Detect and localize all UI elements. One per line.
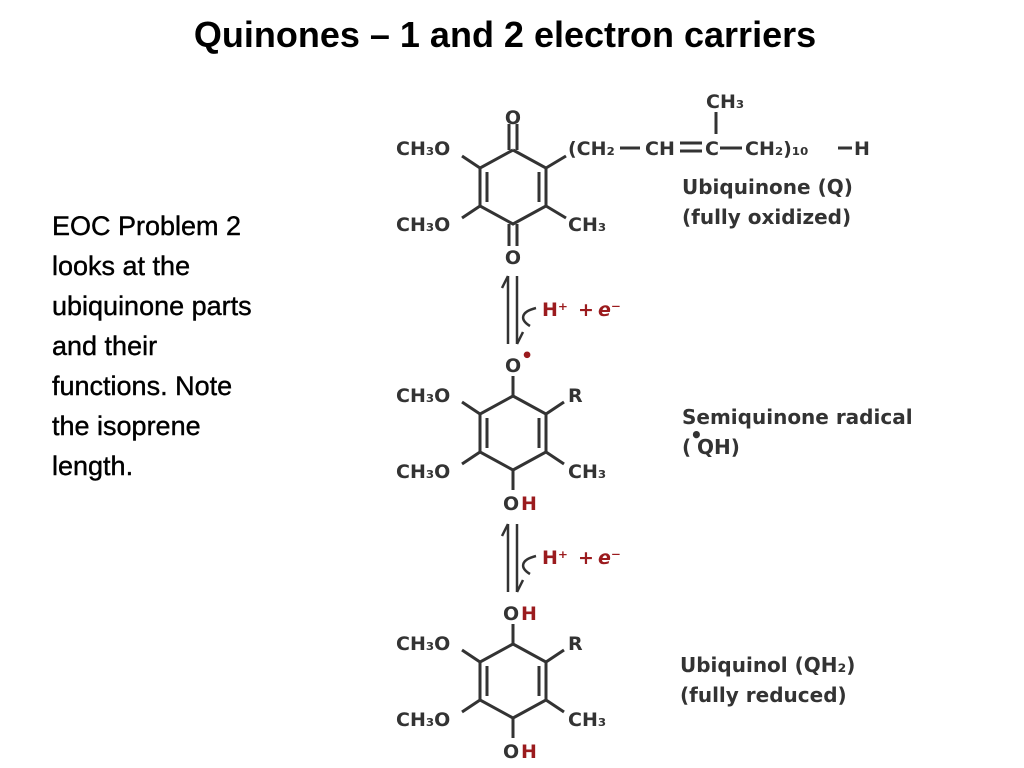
note-line: the isoprene — [52, 411, 201, 441]
ubiquinol-top-hydrogen: H — [521, 603, 537, 625]
step2-electron: e⁻ — [598, 547, 621, 569]
note-line: EOC Problem 2 — [52, 211, 242, 241]
ubiquinone-top-oxygen: O — [505, 107, 521, 129]
ubiquinol-state: (fully reduced) — [680, 683, 847, 707]
ubiquinol-top-oxygen: O — [503, 603, 519, 625]
eoc-note: EOC Problem 2 looks at the ubiquinone pa… — [52, 206, 352, 486]
semiquinone-methoxy-top: CH₃O — [396, 385, 450, 407]
semiquinone-name: Semiquinone radical — [682, 405, 913, 429]
ubiquinol-name: Ubiquinol (QH₂) — [680, 653, 855, 677]
note-line: looks at the — [52, 251, 191, 281]
ubiquinone-structure — [461, 112, 852, 246]
step1-proton: H⁺ — [542, 299, 568, 321]
ubiquinol-r-group: R — [568, 633, 583, 655]
note-line: and their — [52, 331, 158, 361]
semiquinone-formula-open: ( — [682, 435, 691, 459]
chain-part: CH — [645, 138, 675, 160]
note-line: ubiquinone parts — [52, 291, 252, 321]
chain-part: (CH₂ — [568, 138, 615, 160]
semiquinone-bottom-oxygen: O — [503, 493, 519, 515]
chain-end: H — [854, 138, 870, 160]
semiquinone-top-oxygen: O — [505, 355, 521, 377]
ubiquinone-methoxy-top: CH₃O — [396, 138, 450, 160]
ubiquinol-methoxy-bottom: CH₃O — [396, 709, 450, 731]
note-line: length. — [52, 451, 134, 481]
ubiquinol-bottom-hydrogen: H — [521, 741, 537, 763]
semiquinone-formula-rest: QH) — [697, 435, 740, 459]
semiquinone-methoxy-bottom: CH₃O — [396, 461, 450, 483]
ubiquinone-bottom-oxygen: O — [505, 247, 521, 269]
slide-title: Quinones – 1 and 2 electron carriers — [193, 14, 817, 55]
ubiquinone-state: (fully oxidized) — [682, 205, 851, 229]
semiquinone-r-group: R — [568, 385, 583, 407]
ubiquinol-structure — [461, 624, 565, 738]
semiquinone-formula-dot: • — [690, 423, 703, 447]
ubiquinone-methyl: CH₃ — [568, 214, 606, 236]
chain-part: CH₂)₁₀ — [745, 138, 809, 160]
ubiquinol-methoxy-top: CH₃O — [396, 633, 450, 655]
semiquinone-structure — [461, 376, 565, 490]
step1-electron: e⁻ — [598, 299, 621, 321]
ubiquinone-name: Ubiquinone (Q) — [682, 175, 853, 199]
chain-part: C — [705, 138, 719, 160]
chain-methyl: CH₃ — [706, 91, 744, 113]
step1-plus: + — [578, 299, 594, 321]
equilibrium-arrows — [500, 275, 537, 345]
ubiquinol-methyl: CH₃ — [568, 709, 606, 731]
semiquinone-bottom-hydrogen: H — [521, 493, 537, 515]
note-line: functions. Note — [52, 371, 233, 401]
step2-proton: H⁺ — [542, 547, 568, 569]
radical-dot: • — [521, 345, 533, 367]
ubiquinone-methoxy-bottom: CH₃O — [396, 214, 450, 236]
equilibrium-arrows — [500, 523, 537, 593]
ubiquinol-bottom-oxygen: O — [503, 741, 519, 763]
step2-plus: + — [578, 547, 594, 569]
semiquinone-methyl: CH₃ — [568, 461, 606, 483]
